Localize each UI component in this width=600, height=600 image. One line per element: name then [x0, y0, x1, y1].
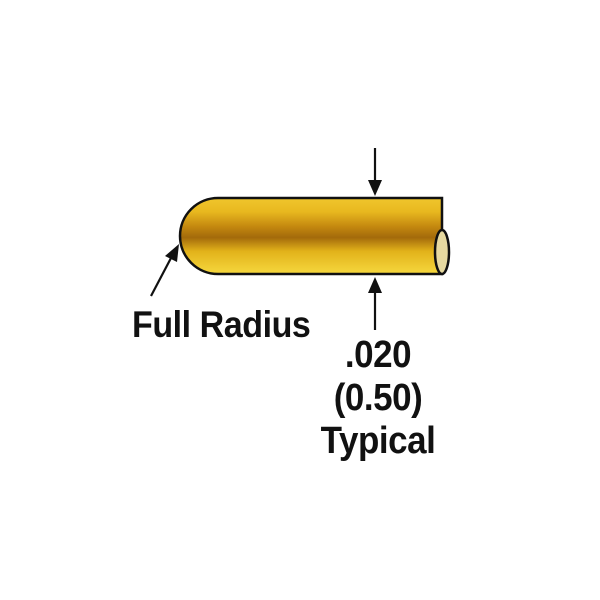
dimension-inch-label: .020: [344, 334, 412, 376]
typical-label: Typical: [320, 420, 436, 462]
top-dimension-arrowhead: [368, 180, 382, 196]
dimension-mm-label: (0.50): [333, 377, 423, 419]
radius-leader-arrowhead: [165, 244, 179, 262]
full-radius-label: Full Radius: [132, 304, 311, 345]
gold-pin-body: [178, 196, 444, 276]
pin-end-face: [433, 228, 451, 276]
bottom-dimension-arrowhead: [368, 277, 382, 293]
radius-leader-line: [150, 257, 172, 297]
